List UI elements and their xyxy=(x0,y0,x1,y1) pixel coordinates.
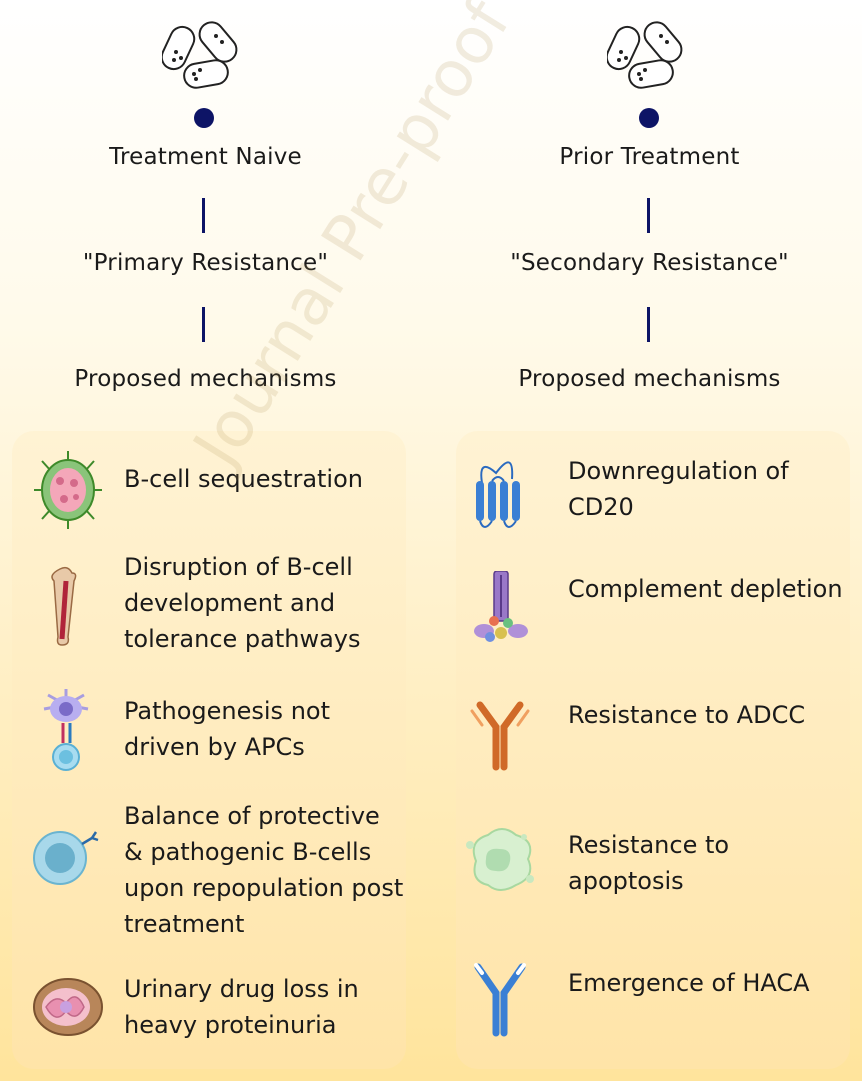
mechanism-text: Emergence of HACA xyxy=(568,969,810,997)
b-cell-icon xyxy=(33,831,99,885)
mechanism-text: Pathogenesis not driven by APCs xyxy=(124,697,330,761)
mechanism-text: Disruption of B-cell development and tol… xyxy=(124,553,361,653)
pills-icon xyxy=(607,21,683,89)
mechanism-text: Balance of protective & pathogenic B-cel… xyxy=(124,802,404,938)
column-title: Treatment Naive xyxy=(109,144,302,170)
apc-cell-icon xyxy=(43,689,89,771)
left-column: Treatment Naive "Primary Resistance" Pro… xyxy=(12,21,406,1069)
timeline-dot xyxy=(639,108,659,128)
resistance-type: "Secondary Resistance" xyxy=(510,250,789,276)
mechanism-text: Urinary drug loss in heavy proteinuria xyxy=(124,975,359,1039)
mechanism-text: Complement depletion xyxy=(568,575,843,603)
mechanisms-panel: Downregulation of CD20 Complement deplet… xyxy=(456,431,850,1069)
connector-line xyxy=(202,307,205,342)
bone-marrow-icon xyxy=(51,566,77,646)
mechanism-text: B-cell sequestration xyxy=(124,465,363,493)
mechanism-text: Resistance to apoptosis xyxy=(568,831,730,895)
pills-icon xyxy=(162,21,238,89)
mechanism-text: Downregulation of CD20 xyxy=(568,457,789,521)
kidney-icon xyxy=(33,978,103,1036)
apoptotic-cell-icon xyxy=(466,828,534,891)
lymph-node-icon xyxy=(34,451,102,529)
antibody-orange-icon xyxy=(470,701,530,771)
mechanism-text: Resistance to ADCC xyxy=(568,701,806,729)
cd20-receptor-icon xyxy=(476,461,520,528)
antibody-blue-icon xyxy=(474,963,526,1037)
column-title: Prior Treatment xyxy=(559,144,740,170)
timeline-dot xyxy=(194,108,214,128)
mechanisms-heading: Proposed mechanisms xyxy=(74,366,337,392)
connector-line xyxy=(647,198,650,233)
right-column: Prior Treatment "Secondary Resistance" P… xyxy=(431,0,862,1081)
resistance-type: "Primary Resistance" xyxy=(82,250,329,276)
mechanisms-heading: Proposed mechanisms xyxy=(518,366,781,392)
connector-line xyxy=(202,198,205,233)
connector-line xyxy=(647,307,650,342)
mechanisms-panel: B-cell sequestration Disruption of B-cel… xyxy=(12,431,406,1069)
complement-complex-icon xyxy=(474,571,528,642)
